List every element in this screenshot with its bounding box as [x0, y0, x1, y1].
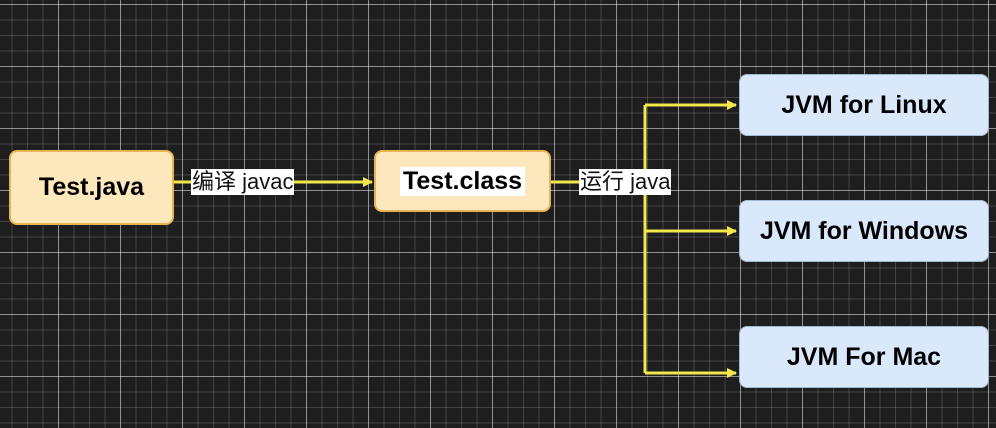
jvm-linux-label: JVM for Linux: [781, 90, 947, 119]
jvm-windows-node[interactable]: JVM for Windows: [739, 200, 989, 262]
run-edge-label: 运行 java: [579, 169, 672, 195]
jvm-linux-node[interactable]: JVM for Linux: [739, 74, 989, 136]
test-class-label: Test.class: [399, 166, 526, 196]
jvm-mac-label: JVM For Mac: [786, 342, 942, 371]
compile-edge-label: 编译 javac: [191, 169, 295, 195]
jvm-windows-label: JVM for Windows: [759, 216, 969, 245]
jvm-mac-node[interactable]: JVM For Mac: [739, 326, 989, 388]
test-java-label: Test.java: [38, 173, 145, 201]
test-java-node[interactable]: Test.java: [9, 150, 174, 225]
test-class-node[interactable]: Test.class: [374, 150, 551, 212]
